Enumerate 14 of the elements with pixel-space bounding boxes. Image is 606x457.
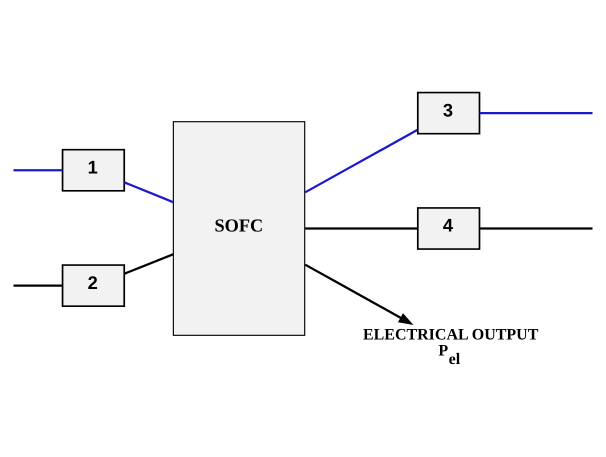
- node-box: 2: [62, 264, 126, 308]
- connector: [14, 169, 62, 172]
- node-box: 1: [62, 148, 126, 192]
- node-box: SOFC: [172, 121, 306, 336]
- arrow: [304, 264, 414, 325]
- connector: [304, 128, 418, 194]
- connector: [480, 112, 592, 114]
- connector: [124, 181, 174, 204]
- connector: [124, 253, 174, 275]
- node-box: 4: [416, 207, 480, 250]
- node-box: 3: [416, 92, 480, 135]
- connector: [14, 284, 62, 287]
- connector: [305, 227, 418, 230]
- connector: [480, 227, 592, 230]
